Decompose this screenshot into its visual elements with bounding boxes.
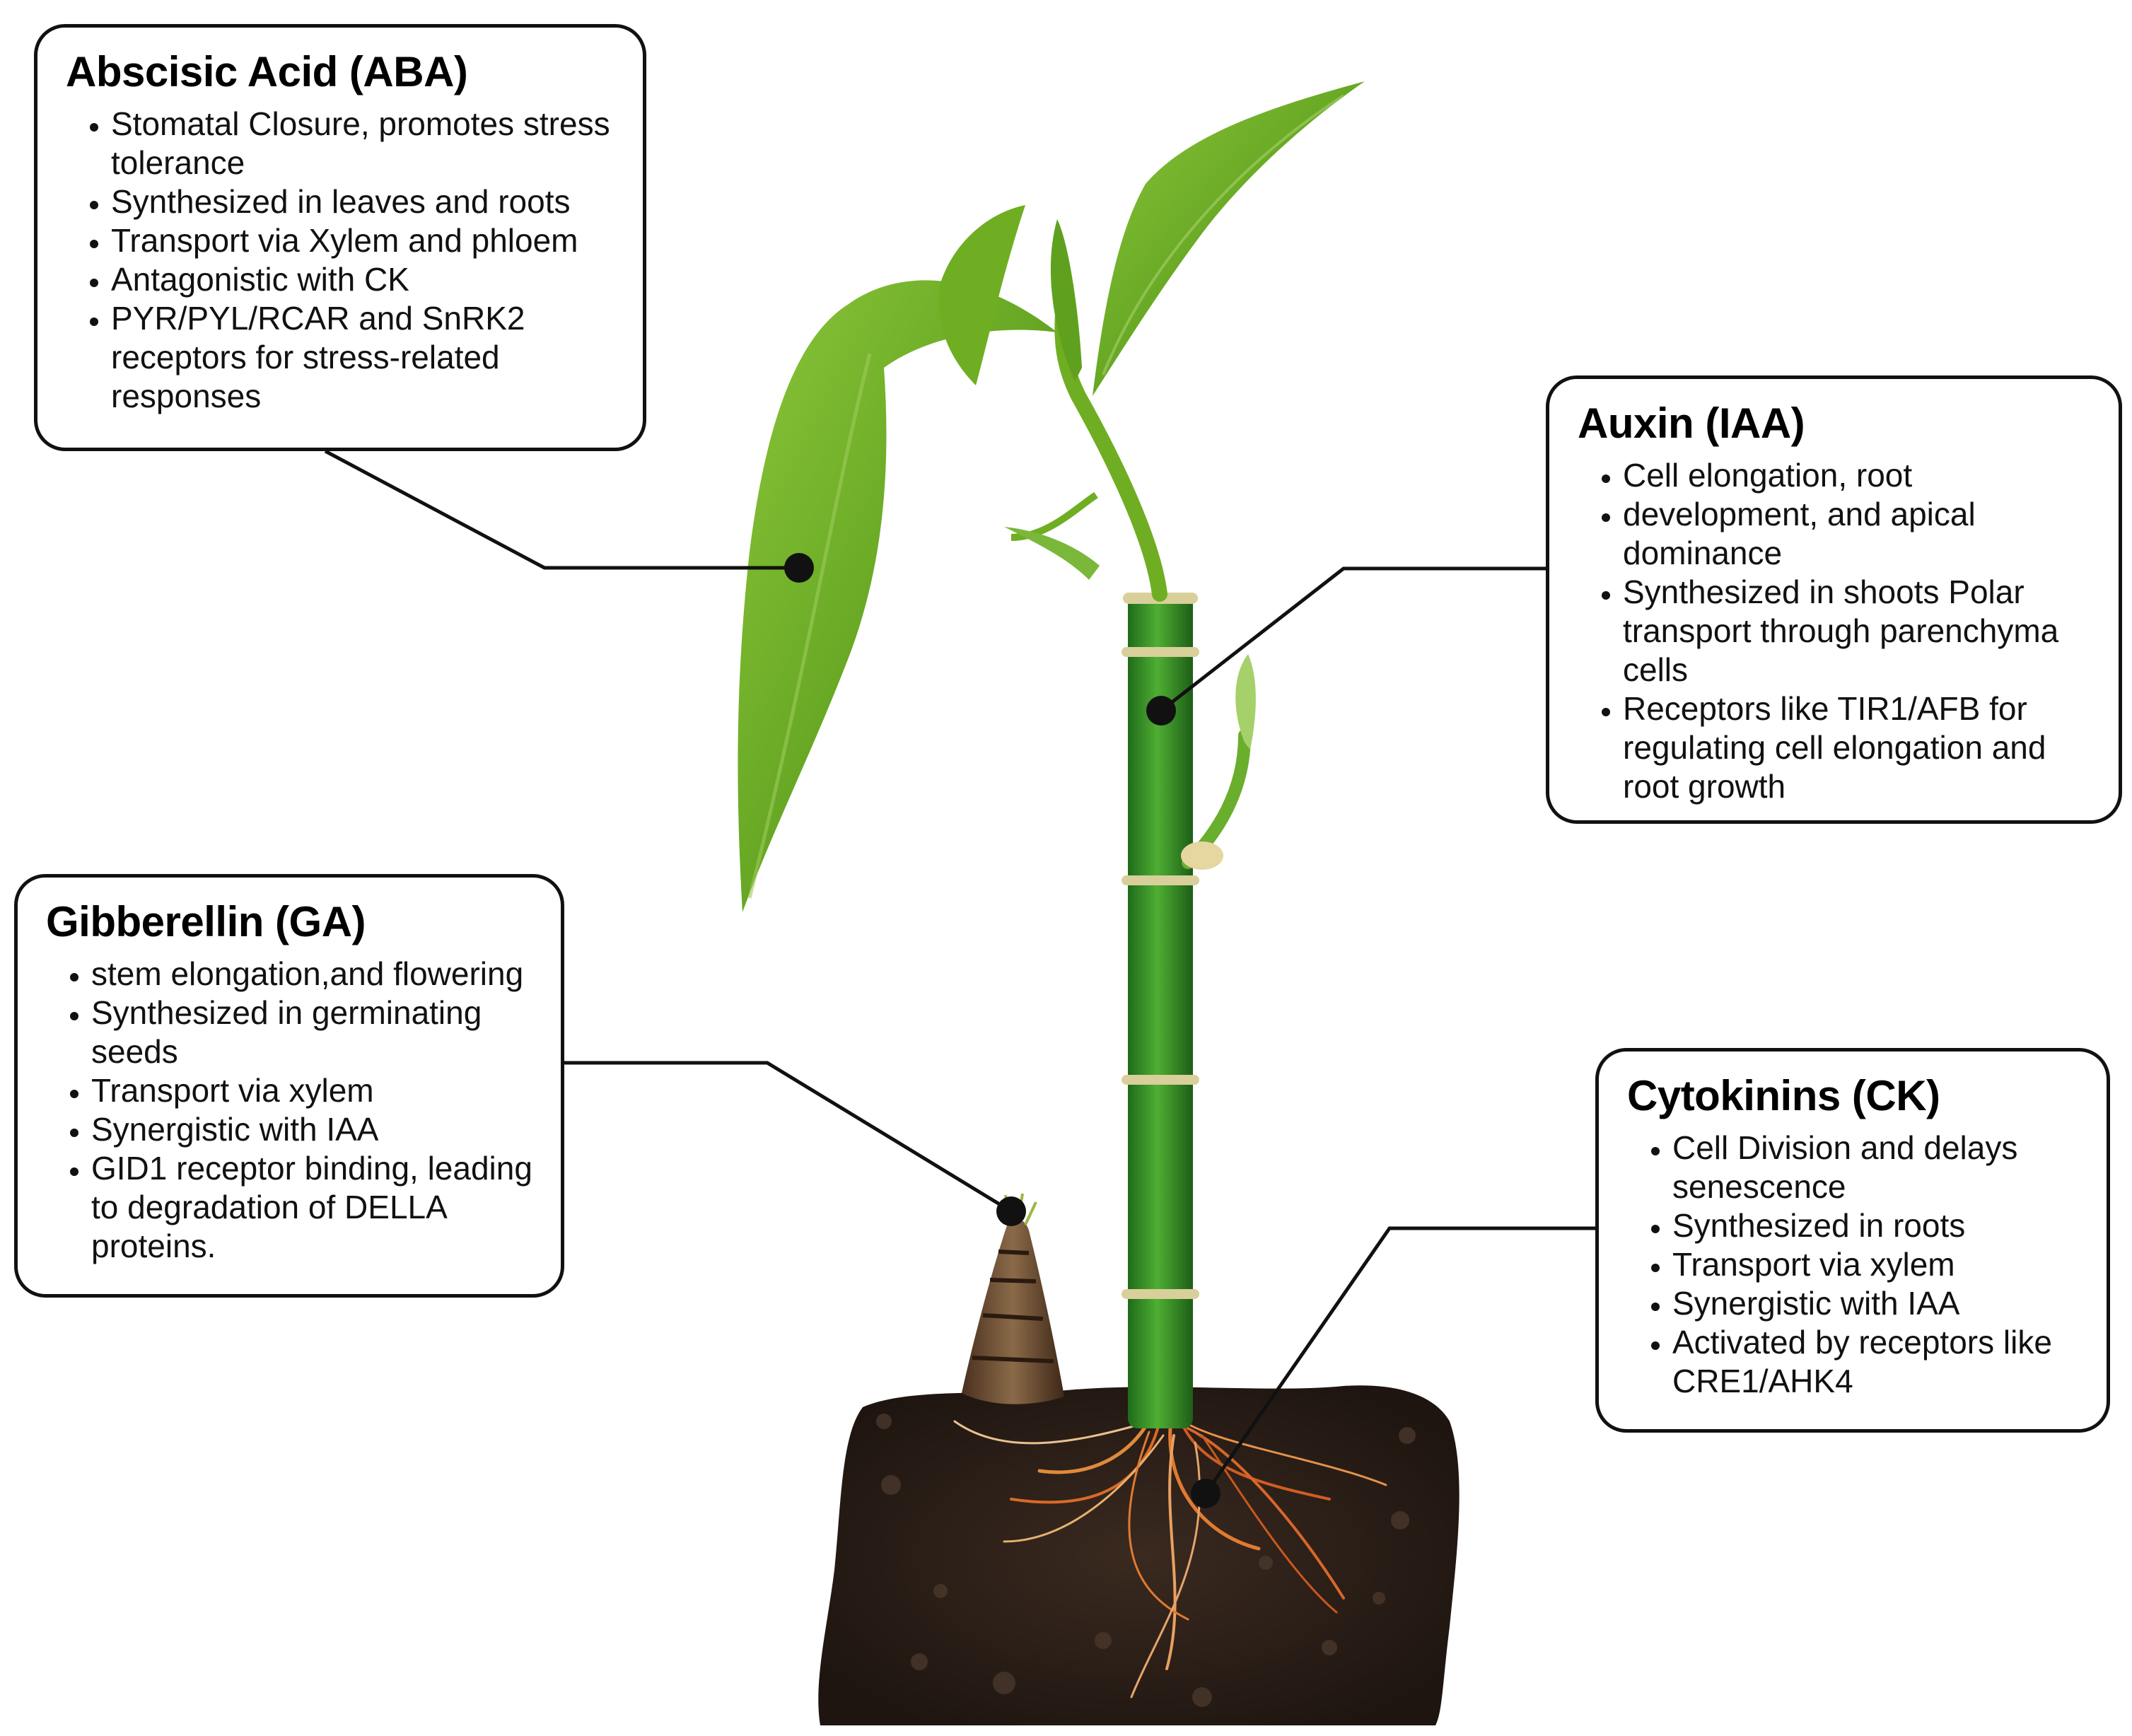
list-item: Activated by receptors like CRE1/AHK4 [1672,1323,2085,1401]
list-item: Synthesized in shoots Polar transport th… [1623,573,2097,689]
list-item: Antagonistic with CK [111,260,622,299]
ck-list: Cell Division and delays senescence Synt… [1627,1129,2085,1401]
aba-callout-line [324,449,799,570]
ga-title: Gibberellin (GA) [46,898,366,945]
list-item: stem elongation,and flowering [91,955,540,994]
leaves [738,81,1365,912]
ga-list: stem elongation,and flowering Synthesize… [46,955,540,1266]
aba-list: Stomatal Closure, promotes stress tolera… [66,105,622,416]
list-item: Transport via xylem [1672,1245,2085,1284]
list-item: Synergistic with IAA [91,1110,540,1149]
ga-callout-dot [996,1196,1026,1226]
list-item: Synthesized in leaves and roots [111,182,622,221]
list-item: Synthesized in roots [1672,1206,2085,1245]
ck-callout-dot [1191,1479,1221,1508]
callout-lines [324,449,1595,1495]
ga-callout-line [564,1061,1013,1213]
aba-callout-dot [784,553,814,583]
stem [1010,289,1256,1428]
list-item: Cell elongation, root [1623,456,2097,495]
list-item: development, and apical dominance [1623,495,2097,573]
shoot-bud [962,1193,1064,1404]
list-item: Synthesized in germinating seeds [91,994,540,1071]
list-item: Stomatal Closure, promotes stress tolera… [111,105,622,182]
ck-title: Cytokinins (CK) [1627,1072,1940,1119]
soil [818,1385,1460,1725]
ck-callout-line [1204,1226,1595,1495]
iaa-list: Cell elongation, root development, and a… [1578,456,2097,806]
list-item: Synergistic with IAA [1672,1284,2085,1323]
roots [953,1412,1387,1699]
list-item: Transport via Xylem and phloem [111,221,622,260]
ga-info-box: Gibberellin (GA) stem elongation,and flo… [14,874,564,1298]
iaa-info-box: Auxin (IAA) Cell elongation, root develo… [1546,375,2122,824]
callout-dots [784,553,1221,1508]
aba-info-box: Abscisic Acid (ABA) Stomatal Closure, pr… [34,24,646,451]
iaa-callout-dot [1146,696,1176,726]
iaa-callout-line [1160,566,1546,712]
list-item: Receptors like TIR1/AFB for regulating c… [1623,689,2097,806]
list-item: PYR/PYL/RCAR and SnRK2 receptors for str… [111,299,622,416]
iaa-title: Auxin (IAA) [1578,400,1805,447]
aba-title: Abscisic Acid (ABA) [66,48,468,95]
ck-info-box: Cytokinins (CK) Cell Division and delays… [1595,1048,2110,1433]
list-item: Transport via xylem [91,1071,540,1110]
list-item: Cell Division and delays senescence [1672,1129,2085,1206]
list-item: GID1 receptor binding, leading to degrad… [91,1149,540,1266]
